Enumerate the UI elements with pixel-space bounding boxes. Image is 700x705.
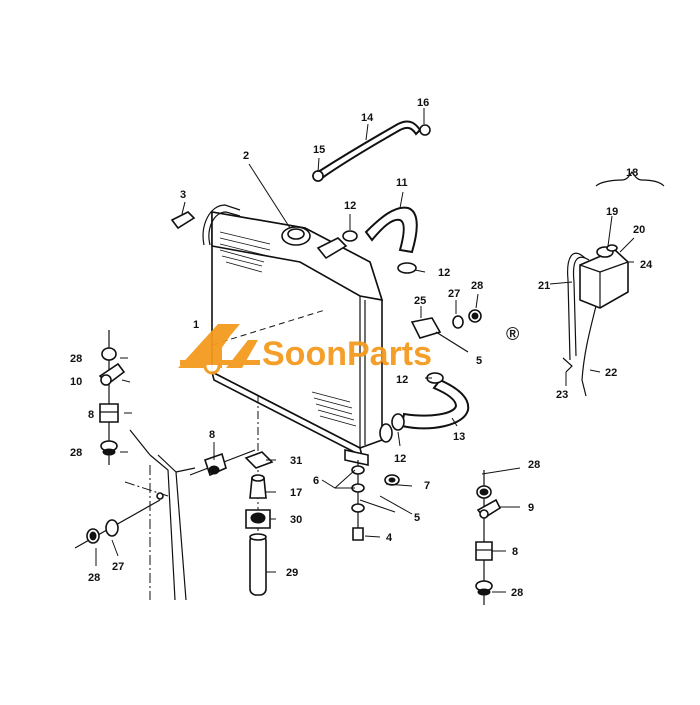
callout-22: 22 [605,367,617,379]
upper-hose [364,206,418,274]
callout-27-left: 27 [112,561,124,573]
callout-28-right-bottom: 28 [511,587,523,599]
small-parts [170,170,482,329]
leader-lines [95,108,635,593]
callout-5-upper: 5 [476,355,482,367]
callout-27-right: 27 [448,288,460,300]
callout-8-right: 8 [512,546,518,558]
callout-labels: 2 3 1 15 14 16 11 12 12 28 27 25 12 13 1… [70,97,653,599]
callout-28-right-mid: 28 [528,459,540,471]
bracket-25 [410,317,469,353]
watermark-logo-icon [178,324,260,375]
callout-17: 17 [290,487,302,499]
callout-24: 24 [640,259,653,271]
callout-28-left-bottom: 28 [70,447,82,459]
callout-28-right-top: 28 [471,280,483,292]
center-mount-stack [189,395,274,596]
radiator-assembly [202,204,393,466]
callout-11: 11 [396,177,408,189]
callout-28-left-low: 28 [88,572,100,584]
callout-28-left-top: 28 [70,353,82,365]
watermark-brand-text: SoonParts [262,335,432,373]
callout-10: 10 [70,376,82,388]
callout-30: 30 [290,514,302,526]
callout-19: 19 [606,206,618,218]
callout-29: 29 [286,567,298,579]
callout-13: 13 [453,431,465,443]
callout-1: 1 [193,319,199,331]
reserve-tank [562,170,665,397]
overflow-hose [312,120,431,182]
callout-3: 3 [180,189,186,201]
callout-12-low: 12 [396,374,408,386]
left-mount-stack [98,330,126,465]
soonparts-watermark: SoonParts ® [178,324,519,375]
right-mount-stack [475,470,502,605]
callout-9: 9 [528,502,534,514]
callout-21: 21 [538,280,550,292]
callout-8-center: 8 [209,429,215,441]
callout-20: 20 [633,224,645,236]
callout-12-bottom: 12 [394,453,406,465]
callout-15: 15 [313,144,325,156]
callout-6: 6 [313,475,319,487]
callout-31: 31 [290,455,302,467]
callout-18: 18 [626,167,638,179]
registered-mark: ® [506,324,519,344]
frame-bracket [74,429,196,601]
callout-7: 7 [424,480,430,492]
callout-25: 25 [414,295,426,307]
callout-8-left: 8 [88,409,94,421]
bottom-mount-hardware [351,460,400,541]
callout-5-lower: 5 [414,512,420,524]
lower-hose [391,372,470,431]
callout-16: 16 [417,97,429,109]
callout-14: 14 [361,112,374,124]
callout-12-mid: 12 [438,267,450,279]
callout-23: 23 [556,389,568,401]
callout-4: 4 [386,532,393,544]
callout-2: 2 [243,150,249,162]
callout-12-top: 12 [344,200,356,212]
